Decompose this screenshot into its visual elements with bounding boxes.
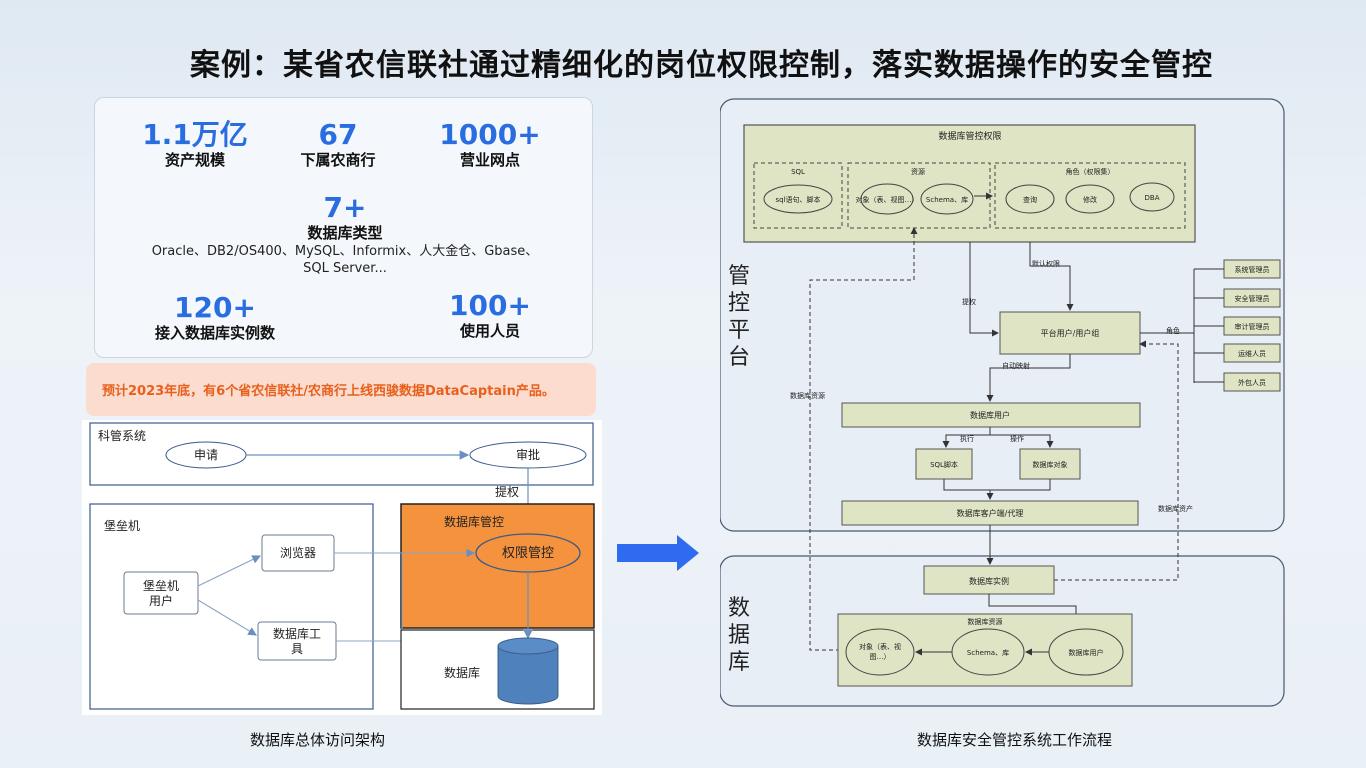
stat-assets: 1.1万亿 资产规模	[125, 120, 265, 170]
role-item: 外包人员	[1238, 378, 1266, 387]
role-item: 审计管理员	[1235, 322, 1270, 331]
stat-value: 120+	[174, 291, 256, 324]
obj2-node: 对象（表、视	[859, 642, 901, 651]
stat-label: 使用人员	[459, 322, 520, 340]
db-label-1: 数	[728, 596, 750, 621]
stat-label: 资产规模	[164, 151, 225, 169]
svg-text:数据库资源: 数据库资源	[790, 391, 825, 400]
svg-text:资源: 资源	[911, 167, 925, 176]
stat-label: 数据库类型	[307, 224, 383, 242]
stat-value: 1.1万亿	[142, 118, 248, 151]
stat-users: 100+ 使用人员	[425, 291, 555, 341]
stat-outlets: 1000+ 营业网点	[425, 120, 555, 170]
perm-control-node: 权限管控	[502, 545, 554, 561]
sql-script-node: SQL脚本	[930, 460, 958, 469]
db-instance-node: 数据库实例	[969, 576, 1009, 586]
page-title: 案例：某省农信联社通过精细化的岗位权限控制，落实数据操作的安全管控	[190, 48, 1213, 83]
svg-text:台: 台	[728, 345, 750, 370]
stat-detail: SQL Server...	[303, 261, 387, 276]
flow-arrow-icon	[617, 535, 699, 571]
svg-text:操作: 操作	[1010, 434, 1024, 443]
forecast-banner: 预计2023年底，有6个省农信联社/农商行上线西骏数据DataCaptain产品…	[86, 363, 596, 416]
svg-text:图…）: 图…）	[870, 653, 891, 661]
stat-value: 1000+	[439, 118, 541, 151]
db-user-node: 数据库用户	[970, 410, 1010, 420]
svg-text:默认权限: 默认权限	[1032, 259, 1060, 268]
svg-text:平: 平	[728, 318, 750, 343]
stat-value: 100+	[449, 289, 531, 322]
stat-value: 7+	[323, 191, 367, 224]
bastion-user-node: 堡垒机	[143, 578, 179, 593]
db-resource-label: 数据库资源	[968, 617, 1003, 626]
role-item: 系统管理员	[1235, 265, 1270, 274]
svg-text:控: 控	[728, 291, 750, 316]
role-item: 运维人员	[1238, 349, 1266, 358]
svg-text:具: 具	[291, 642, 303, 656]
svg-text:数据库资产: 数据库资产	[1158, 504, 1193, 513]
sql-item: sql语句、脚本	[775, 195, 820, 204]
dbcontrol-label: 数据库管控	[444, 514, 504, 529]
svg-text:据: 据	[728, 623, 750, 648]
access-architecture-diagram: 科管系统 申请 审批 提权 堡垒机 堡垒机 用户 浏览器 数据库工 具 数据库管…	[82, 420, 602, 715]
db-object-node: 数据库对象	[1033, 460, 1068, 469]
schema-item: Schema、库	[926, 195, 968, 204]
stat-value: 67	[318, 118, 358, 151]
stat-label: 营业网点	[459, 151, 520, 169]
stat-label: 接入数据库实例数	[154, 324, 275, 342]
stat-detail: Oracle、DB2/OS400、MySQL、Informix、人大金仓、Gba…	[151, 244, 539, 259]
perm-title: 数据库管控权限	[938, 130, 1001, 142]
schema2-node: Schema、库	[967, 648, 1009, 657]
stat-instances: 120+ 接入数据库实例数	[135, 293, 295, 343]
svg-text:角色（权限集）: 角色（权限集）	[1066, 167, 1115, 176]
svg-text:SQL: SQL	[791, 168, 805, 176]
dbuser2-node: 数据库用户	[1069, 648, 1104, 657]
role-item: 安全管理员	[1235, 294, 1270, 303]
modify-item: 修改	[1083, 195, 1097, 204]
system-label: 科管系统	[98, 428, 146, 443]
stat-banks: 67 下属农商行	[273, 120, 403, 170]
stat-label: 下属农商行	[300, 151, 376, 169]
svg-text:角色: 角色	[1166, 326, 1180, 335]
stat-dbtypes: 7+ 数据库类型 Oracle、DB2/OS400、MySQL、Informix…	[115, 193, 575, 277]
platform-user-node: 平台用户/用户组	[1041, 328, 1100, 338]
dba-item: DBA	[1145, 194, 1160, 202]
approve-node: 审批	[516, 447, 540, 462]
right-caption: 数据库安全管控系统工作流程	[917, 731, 1113, 749]
stats-card: 1.1万亿 资产规模 67 下属农商行 1000+ 营业网点 7+ 数据库类型 …	[94, 97, 593, 358]
browser-node: 浏览器	[280, 545, 316, 560]
apply-node: 申请	[194, 448, 218, 462]
query-item: 查询	[1023, 195, 1037, 204]
grant-label: 提权	[495, 484, 519, 499]
db-client-node: 数据库客户端/代理	[957, 508, 1024, 518]
obj-item: 对象（表、视图…）	[856, 195, 919, 204]
platform-label-1: 管	[728, 264, 750, 289]
database-label: 数据库	[444, 665, 480, 680]
bastion-label: 堡垒机	[104, 518, 140, 533]
svg-text:执行: 执行	[960, 434, 974, 443]
dbtool-node: 数据库工	[273, 626, 321, 641]
svg-text:自动映射: 自动映射	[1002, 361, 1030, 370]
svg-text:用户: 用户	[149, 593, 173, 608]
svg-text:库: 库	[728, 650, 750, 675]
svg-text:提权: 提权	[962, 297, 976, 306]
security-workflow-diagram: 管 控 平 台 数 据 库 数据库管控权限 SQL 资源 角色（权限集）	[719, 98, 1286, 708]
left-caption: 数据库总体访问架构	[250, 731, 386, 749]
